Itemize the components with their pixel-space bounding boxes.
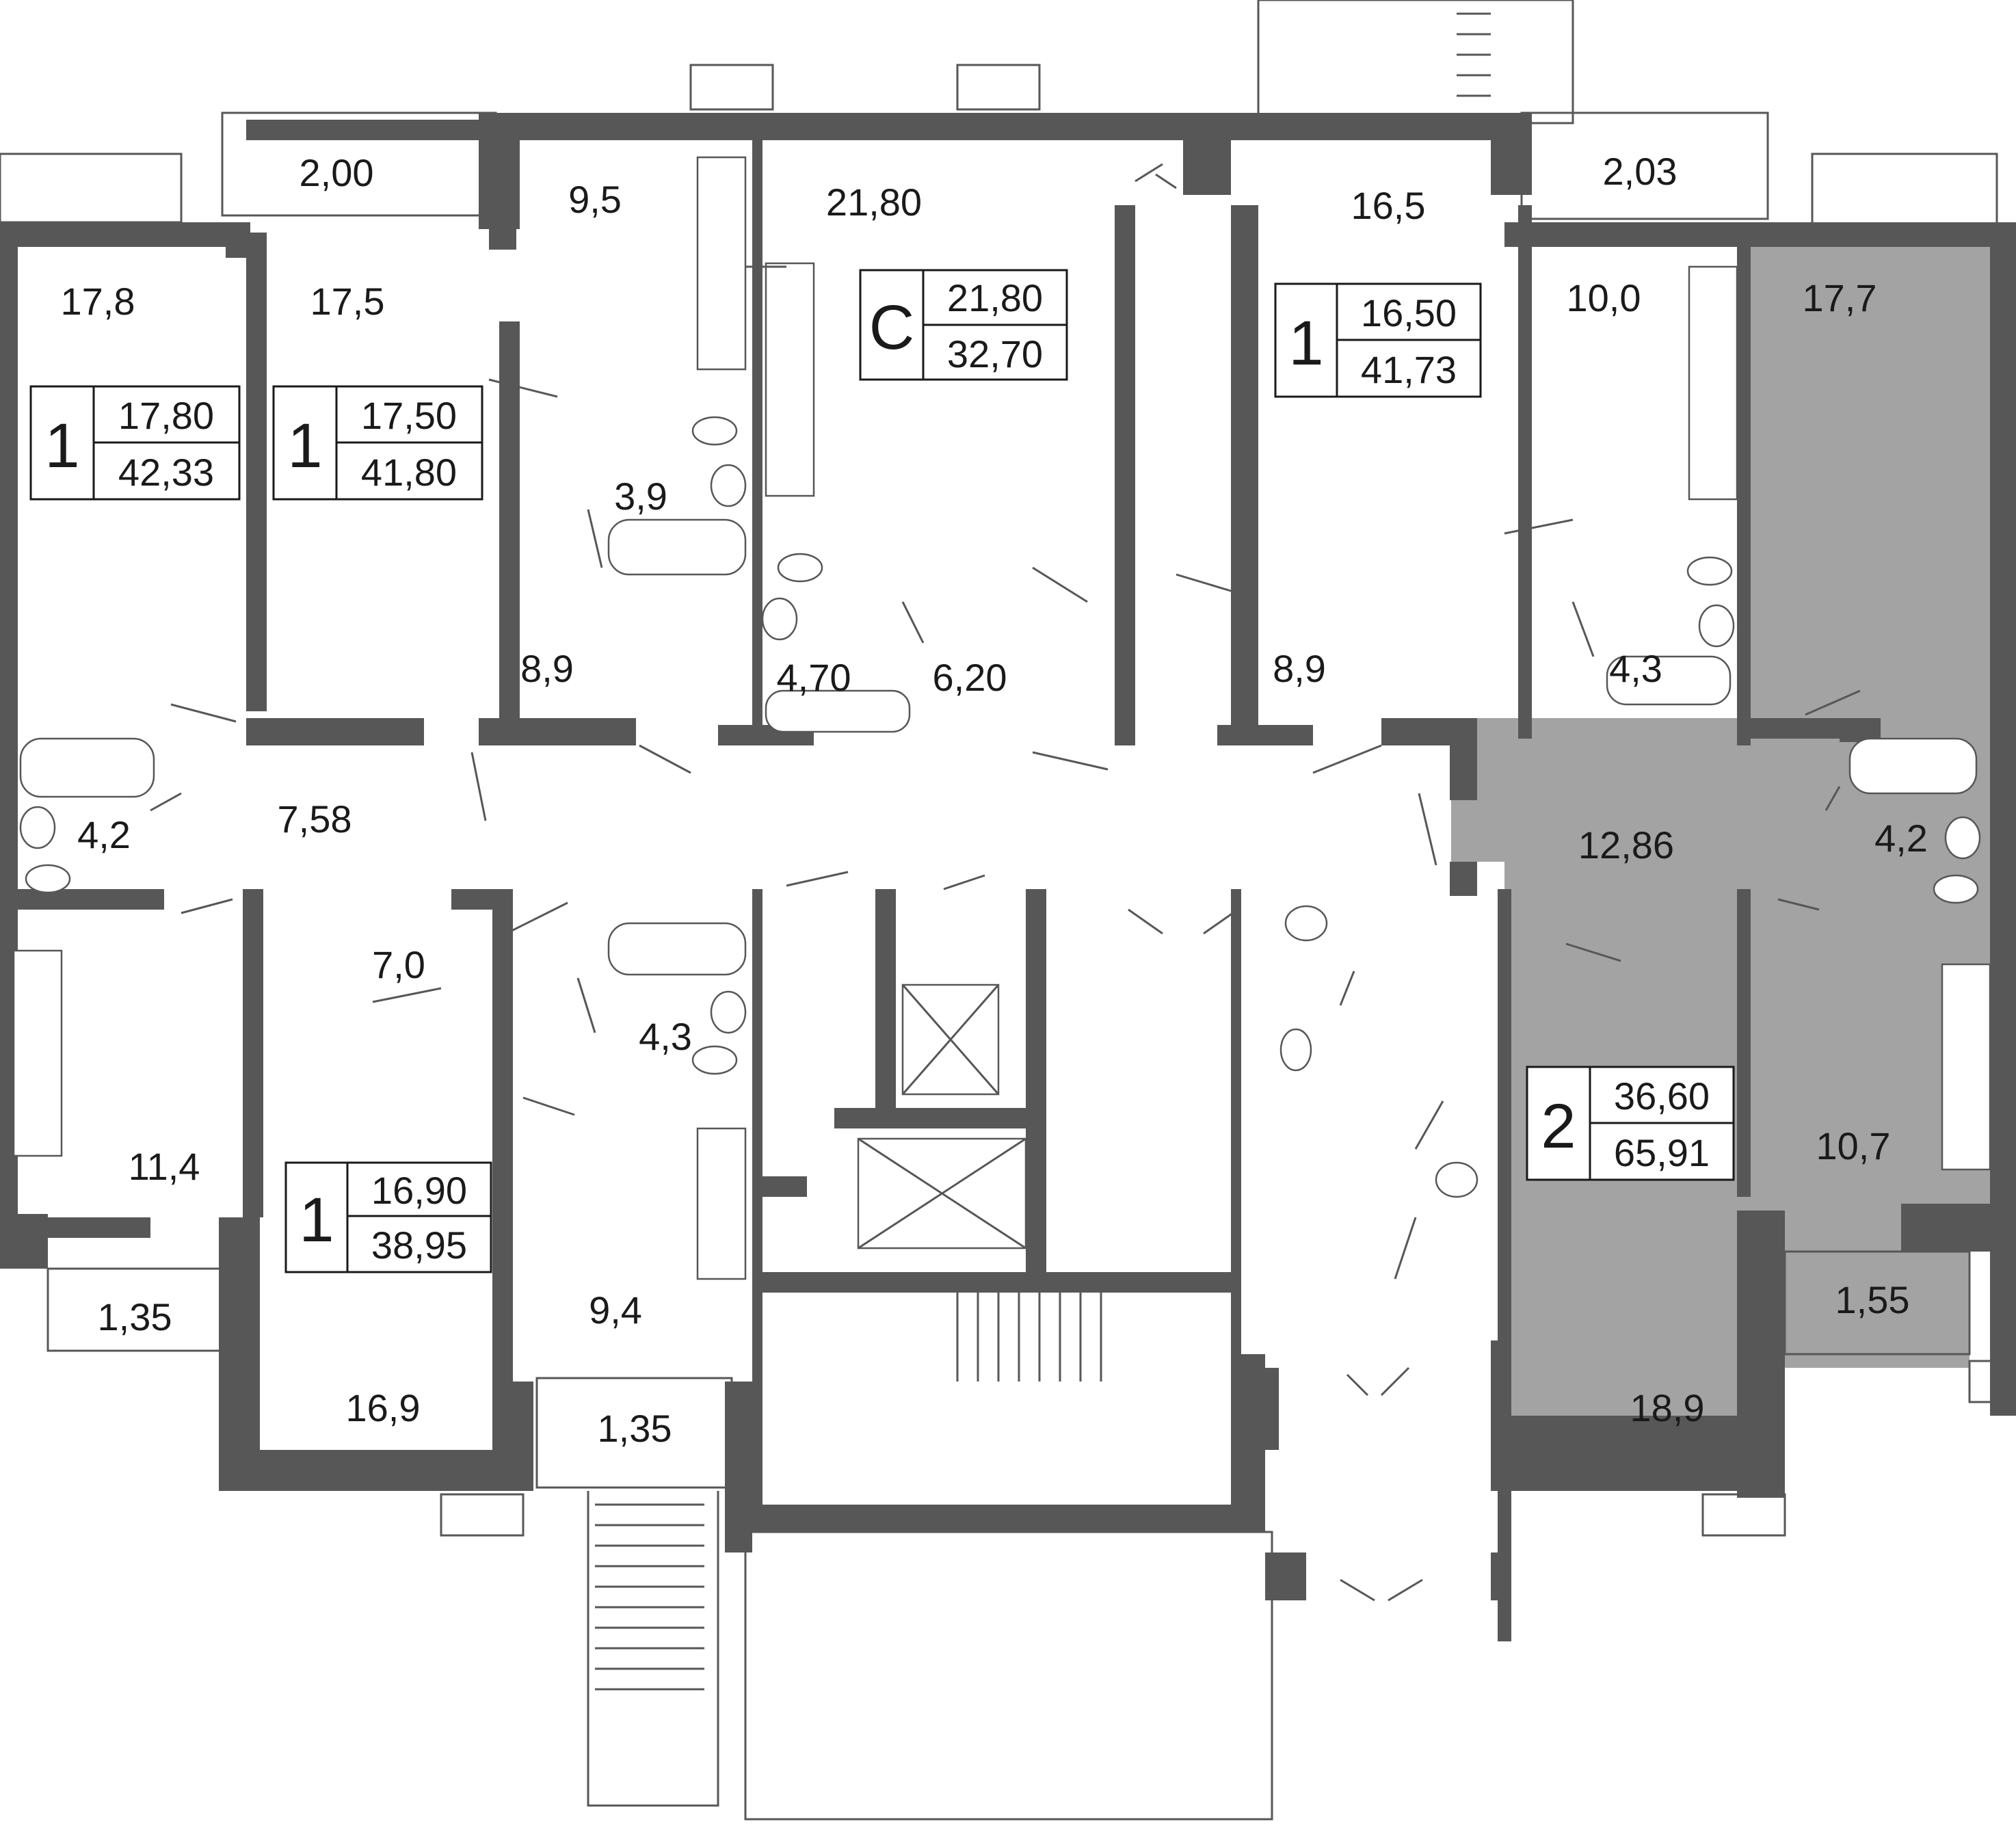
apartment-tag: 1 17,80 42,33 [29, 385, 241, 501]
apartment-type: 1 [44, 411, 79, 481]
kitchen-units [12, 156, 1991, 1280]
room-area: 17,5 [310, 280, 385, 323]
room-area: 1,35 [598, 1407, 672, 1450]
room-area: 12,86 [1578, 823, 1674, 867]
room-area: 4,70 [777, 656, 851, 699]
apartment-tag-highlighted: 2 36,60 65,91 [1526, 1066, 1735, 1181]
room-area: 21,80 [826, 181, 922, 224]
room-area: 3,9 [614, 475, 667, 518]
room-area: 4,3 [639, 1015, 692, 1058]
apartment-living-area: 17,50 [361, 394, 457, 437]
apartment-living-area: 16,50 [1361, 291, 1457, 334]
room-area: 7,58 [278, 797, 352, 841]
toilets [25, 416, 1979, 1075]
room-area: 7,0 [372, 943, 425, 986]
apartment-type: 1 [1288, 308, 1323, 378]
apartment-total-area: 32,70 [947, 332, 1043, 375]
apartment-total-area: 42,33 [118, 451, 214, 494]
room-area: 9,4 [589, 1288, 642, 1332]
room-area: 4,2 [77, 813, 131, 856]
room-area: 2,00 [300, 151, 374, 194]
room-area: 4,2 [1874, 817, 1928, 860]
apartment-type: 1 [287, 411, 322, 481]
apartment-total-area: 41,73 [1361, 348, 1457, 391]
apartment-total-area: 38,95 [371, 1224, 467, 1267]
apartment-type: C [869, 293, 914, 362]
room-area: 17,7 [1803, 276, 1877, 319]
room-labels: 2,00 9,5 21,80 16,5 2,03 17,8 17,5 10,0 … [61, 150, 1928, 1450]
apartment-total-area: 41,80 [361, 451, 457, 494]
apartment-type: 1 [299, 1185, 334, 1255]
room-area: 16,5 [1351, 184, 1426, 227]
room-area: 11,4 [129, 1145, 200, 1188]
apartment-living-area: 16,90 [371, 1169, 467, 1212]
room-area: 16,9 [346, 1386, 421, 1429]
apartment-living-area: 36,60 [1614, 1074, 1710, 1118]
door-swings [150, 163, 1861, 1602]
apartment-living-area: 21,80 [947, 276, 1043, 319]
room-area: 10,7 [1816, 1124, 1891, 1167]
apartment-tag: 1 16,50 41,73 [1274, 282, 1482, 398]
stairs [595, 12, 1491, 1691]
apartment-tag: C 21,80 32,70 [859, 269, 1068, 381]
apartment-total-area: 65,91 [1614, 1131, 1710, 1174]
room-area: 6,20 [933, 656, 1007, 699]
bathtubs [19, 518, 1978, 976]
room-area: 8,9 [1273, 647, 1326, 690]
apartment-type: 2 [1541, 1092, 1576, 1161]
room-area: 17,8 [61, 280, 135, 323]
room-area: 9,5 [568, 178, 622, 221]
room-area: 8,9 [520, 647, 574, 690]
room-area: 1,35 [98, 1295, 172, 1338]
room-area: 2,03 [1603, 150, 1677, 193]
elevator-shafts [857, 983, 1027, 1250]
sinks [19, 464, 1981, 1198]
apartment-living-area: 17,80 [118, 394, 214, 437]
room-area: 10,0 [1567, 276, 1641, 319]
apartment-tag: 1 16,90 38,95 [284, 1161, 492, 1273]
room-area: 4,3 [1609, 647, 1662, 690]
apartment-tag: 1 17,50 41,80 [272, 385, 483, 501]
room-area: 18,9 [1630, 1386, 1705, 1429]
room-area: 1,55 [1835, 1278, 1910, 1321]
